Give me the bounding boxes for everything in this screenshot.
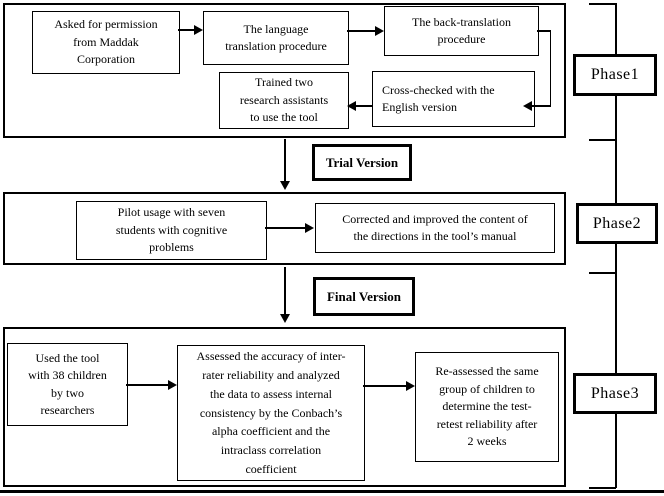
arrow-cross-to-trained-head — [347, 101, 356, 111]
arrow-phase2-to-phase3-head — [280, 314, 290, 323]
phase1-label: Phase1 — [590, 66, 640, 83]
step-used-tool-label: Used the tool with 38 children by two re… — [28, 350, 107, 418]
timeline-tick-bottom — [589, 487, 616, 489]
step-trained-assistants: Trained two research assistants to use t… — [219, 72, 349, 129]
arrow-cross-to-trained-line — [356, 105, 372, 107]
arrow-language-to-back-line — [347, 30, 376, 32]
timeline-axis — [615, 3, 617, 488]
arrow-phase2-to-phase3-line — [284, 267, 286, 315]
step-language-translation: The language translation procedure — [203, 11, 349, 65]
step-corrected-manual-label: Corrected and improved the content of th… — [342, 211, 528, 244]
arrow-back-to-cross-seg1 — [537, 30, 551, 32]
step-trained-assistants-label: Trained two research assistants to use t… — [239, 75, 329, 125]
step-permission: Asked for permission from Maddak Corpora… — [32, 11, 180, 74]
timeline-tick-phase1-end — [589, 139, 616, 141]
phase3-label: Phase3 — [590, 384, 640, 402]
step-language-translation-label: The language translation procedure — [225, 21, 327, 54]
arrow-phase1-to-phase2-head — [280, 181, 290, 190]
arrow-permission-to-language-head — [194, 25, 203, 35]
final-version-label-box: Final Version — [313, 277, 415, 316]
page-bottom-border — [0, 490, 664, 493]
phase1-region — [3, 3, 566, 138]
phase2-label: Phase2 — [592, 214, 642, 232]
arrow-phase1-to-phase2-line — [284, 139, 286, 182]
arrow-assessed-to-reassessed-line — [363, 385, 407, 387]
arrow-language-to-back-head — [375, 26, 384, 36]
step-reassessed-children-label: Re-assessed the same group of children t… — [435, 364, 539, 449]
timeline-tick-top — [589, 3, 616, 5]
phase2-region — [3, 192, 566, 265]
timeline-tick-phase2-end — [589, 272, 616, 274]
step-reassessed-children: Re-assessed the same group of children t… — [415, 352, 559, 462]
arrow-used-to-assessed-head — [168, 380, 177, 390]
step-pilot-usage: Pilot usage with seven students with cog… — [76, 201, 267, 260]
step-cross-checked: Cross-checked with the English version — [372, 71, 535, 127]
phase3-region — [3, 327, 566, 487]
phase3-label-box: Phase3 — [573, 373, 657, 414]
trial-version-label: Trial Version — [325, 154, 399, 170]
phase2-label-box: Phase2 — [576, 203, 658, 244]
arrow-used-to-assessed-line — [126, 384, 169, 386]
arrow-pilot-to-corrected-line — [265, 227, 306, 229]
arrow-back-to-cross-seg2 — [549, 30, 551, 106]
step-back-translation-label: The back-translation procedure — [412, 14, 511, 47]
arrow-back-to-cross-seg3 — [531, 105, 551, 107]
final-version-label: Final Version — [326, 288, 402, 304]
arrow-pilot-to-corrected-head — [305, 223, 314, 233]
step-used-tool: Used the tool with 38 children by two re… — [7, 343, 128, 426]
arrow-assessed-to-reassessed-head — [406, 381, 415, 391]
trial-version-label-box: Trial Version — [312, 144, 412, 181]
step-corrected-manual: Corrected and improved the content of th… — [315, 203, 555, 253]
phase1-label-box: Phase1 — [573, 54, 657, 96]
step-assessed-reliability: Assessed the accuracy of inter- rater re… — [177, 345, 365, 481]
step-pilot-usage-label: Pilot usage with seven students with cog… — [115, 205, 228, 255]
step-assessed-reliability-label: Assessed the accuracy of inter- rater re… — [196, 349, 346, 476]
arrow-permission-to-language-line — [178, 29, 196, 31]
step-back-translation: The back-translation procedure — [384, 6, 539, 56]
step-permission-label: Asked for permission from Maddak Corpora… — [54, 17, 158, 67]
arrow-back-to-cross-head — [523, 101, 532, 111]
step-cross-checked-label: Cross-checked with the English version — [382, 82, 495, 115]
